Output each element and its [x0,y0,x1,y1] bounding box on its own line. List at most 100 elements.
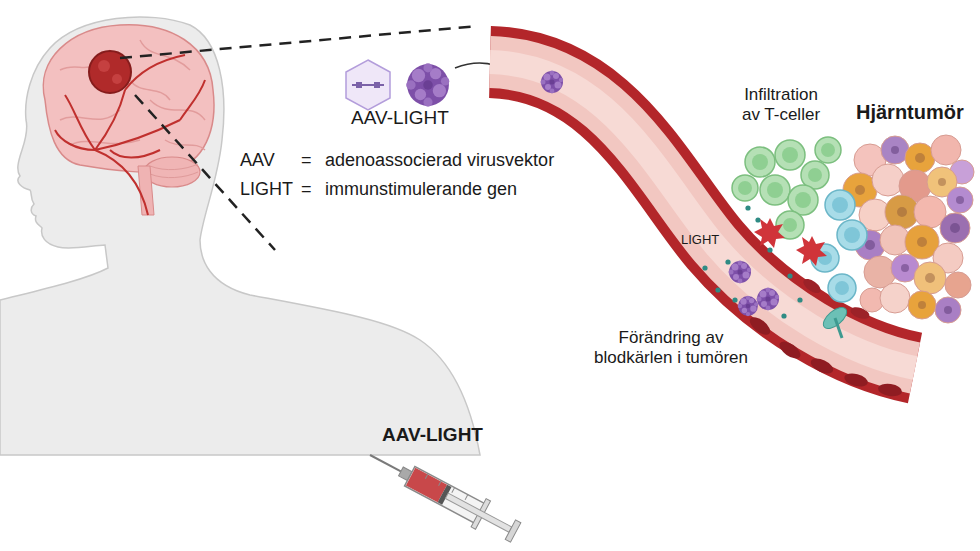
t-cells-green-part-part [795,192,811,208]
light-protein-dots-part [745,205,750,210]
light-protein-dots-part [755,217,760,222]
tumor-nuclei-part [917,237,927,247]
t-cells-green-part [738,143,835,232]
aav-icons-part [374,82,380,88]
t-cells-blue-part-part [844,227,860,243]
tumor-cells-part [914,262,946,294]
tumor-cells-part [931,135,961,165]
vector-name: AAV-LIGHT [345,107,455,130]
light-protein-dots-part [702,265,707,270]
abbreviation: AAV [240,150,275,172]
equals-sign: = [301,179,312,201]
tumor-nuclei-purple-part [891,146,899,154]
light-protein-dots-part [797,297,802,302]
injection-label: AAV-LIGHT [382,424,483,447]
equals-sign-wrap: = [301,150,312,172]
vector-name-wrap: AAV-LIGHT [345,107,455,130]
tumor-cells-part [908,291,936,319]
brain-part [60,40,205,150]
brain-part [144,157,200,187]
tumor-cells-part [880,283,910,313]
brain-part [43,25,214,172]
tumor-nuclei-purple-part [944,306,952,314]
syringe-part [505,520,521,542]
light-protein-dots-part [767,247,772,252]
syringe-part [405,466,486,523]
definition-wrap: immunstimulerande gen [325,179,517,201]
dendritic-cells-part [754,218,785,248]
vessel-label-wrap: Förändring av blodkärlen i tumören [585,328,757,369]
t-cells-green-part-part [783,218,797,232]
blood-vessel-part [843,371,869,389]
blood-vessel-part [877,382,902,397]
t-cell-label-wrap: Infiltration av T-celler [735,85,827,126]
abbreviation: LIGHT [240,179,293,201]
injection-label-wrap: AAV-LIGHT [382,424,483,447]
blood-vessel-part [490,62,915,368]
syringe-part [439,480,442,485]
tumor-nuclei-purple [865,146,964,314]
blood-vessel-part [490,62,915,368]
tumor-nuclei-part [897,207,907,217]
tumor-nuclei-part [925,273,935,283]
tumor-nuclei-purple-part [956,196,964,204]
light-protein-dots-part [781,313,786,318]
person-silhouette [0,17,480,455]
blood-vessel-part [777,338,804,362]
dendritic-cells [754,218,827,266]
syringe-part [465,495,468,500]
vessel-label: Förändring av blodkärlen i tumören [585,328,757,369]
definition: immunstimulerande gen [325,179,517,201]
spindle-cell-part [835,318,842,338]
brain-part [150,164,198,178]
tumor-label: Hjärntumör [856,100,964,124]
t-cells-green-part-part [760,175,790,205]
tumor-cells-part [945,272,971,298]
tumor-cells-part [905,143,935,173]
t-cells-blue-part-part [835,281,849,295]
syringe [362,441,523,547]
t-cells-blue-part-part [828,274,856,302]
tumor-nuclei-purple-part [901,264,909,272]
t-cells-green-part-part [775,140,805,170]
abbreviation-wrap: AAV [240,150,275,172]
blood-vessel-part [747,314,773,338]
t-cells-blue-part-part [837,220,867,250]
tumor-nuclei-part [915,153,925,163]
t-cells-green-part-part [767,182,783,198]
dendritic-cells-part [796,236,827,266]
tumor-label-wrap: Hjärntumör [856,100,964,124]
tumor-cells-part [935,297,961,323]
t-cells-green-part-part [815,137,841,163]
blood-vessel-part [801,276,823,296]
aav-icons-part [406,63,449,106]
blood-vessel-part [809,355,836,376]
spindle-cell [820,304,850,338]
t-cells-green-part-part [782,147,798,163]
light-protein-dots-part [725,259,730,264]
zoom-lines-part [135,95,275,250]
tumor-cells-part [872,164,904,196]
t-cells-green-part-part [808,168,822,182]
tumor-nuclei-part [918,301,926,309]
tumor-cells-part [947,187,973,213]
definition-wrap: adenoassocierad virusvektor [325,150,554,172]
brain-part [112,74,122,84]
tumor-nuclei-part [938,178,946,186]
protein-label: LIGHT [681,232,719,248]
zoom-lines-part [120,26,478,58]
t-cells-green-part-part [821,143,835,157]
tumor-nuclei-purple-part [865,240,875,250]
blood-vessel [490,62,915,398]
virus-particles-part [738,296,758,317]
light-protein-dots-part [732,297,737,302]
tumor-nuclei-part [855,185,865,195]
blood-vessel-part [490,62,915,368]
aav-icons-part [356,82,362,88]
syringe-part [452,488,455,493]
equals-sign-wrap: = [301,179,312,201]
t-cells-blue-part-part [832,197,848,213]
t-cells-green-part-part [745,147,775,177]
t-cell-label: Infiltration av T-celler [735,85,827,126]
